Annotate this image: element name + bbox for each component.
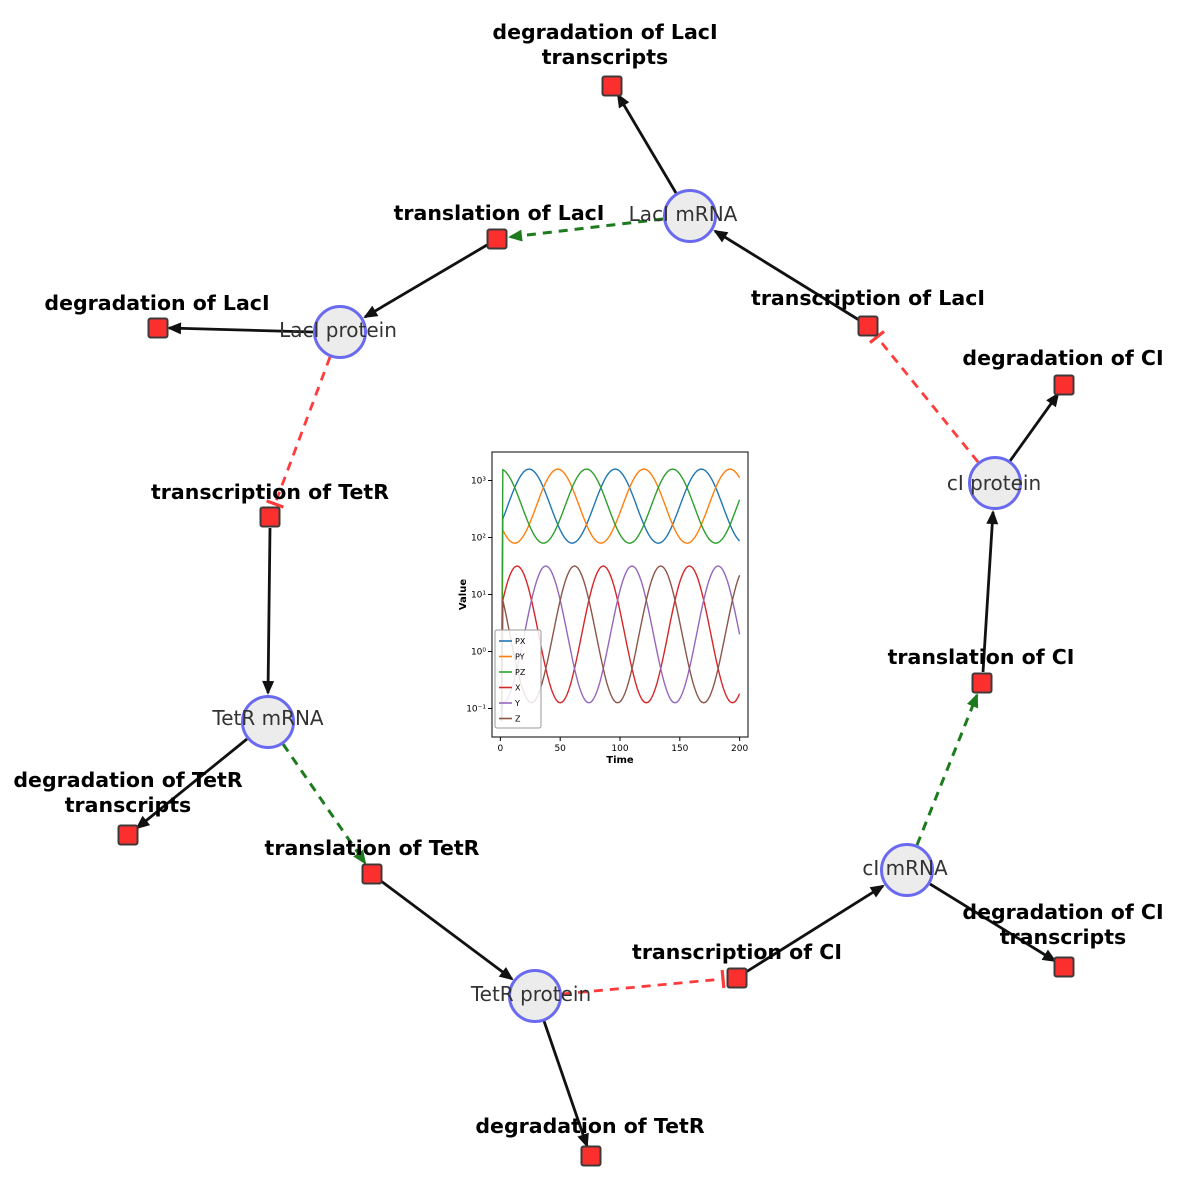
edge-translation-laci-to-laci-protein (363, 243, 488, 319)
edge-activation-tetr-mrna-to-translation (281, 743, 367, 865)
x-tick-label: 50 (554, 744, 566, 754)
x-tick-label: 100 (611, 744, 628, 754)
edge-transcription-ci-to-ci-mrna (745, 884, 885, 974)
edge-laci-protein-to-degradation (167, 322, 314, 335)
species-node-tetr-protein[interactable] (508, 969, 562, 1023)
reaction-label-degradation-tetr: degradation of TetR (475, 1114, 705, 1138)
species-node-laci-protein[interactable] (313, 305, 367, 359)
reaction-label-degradation-ci-transcripts: degradation of CI transcripts (962, 900, 1164, 949)
legend-label-Y: Y (514, 699, 520, 708)
species-node-laci-mrna[interactable] (663, 189, 717, 243)
edge-inhibition-ci-protein-to-transcription-laci (868, 330, 980, 463)
legend-label-Z: Z (515, 715, 521, 724)
edge-inhibition-tetr-protein-to-transcription-ci (561, 969, 726, 996)
y-tick-label: 10⁻¹ (466, 705, 486, 715)
edge-transcription-tetr-to-tetr-mrna (262, 527, 275, 695)
reaction-node-degradation-tetr-transcripts[interactable] (117, 824, 139, 846)
legend-label-PY: PY (515, 653, 525, 662)
reaction-node-degradation-ci-transcripts[interactable] (1053, 956, 1075, 978)
species-node-ci-mrna[interactable] (880, 843, 934, 897)
reaction-label-degradation-ci: degradation of CI (962, 346, 1164, 370)
reaction-node-transcription-ci[interactable] (726, 967, 748, 989)
reaction-node-translation-laci[interactable] (486, 228, 508, 250)
x-axis-label: Time (606, 755, 634, 766)
edge-activation-ci-mrna-to-translation (915, 693, 979, 846)
species-label-laci-protein: LacI protein (279, 318, 397, 342)
y-axis-label: Value (458, 579, 469, 610)
x-tick-label: 200 (731, 744, 748, 754)
reaction-label-translation-ci: translation of CI (887, 645, 1075, 669)
reaction-node-degradation-laci[interactable] (147, 317, 169, 339)
reaction-node-degradation-laci-transcripts[interactable] (601, 75, 623, 97)
reaction-label-translation-tetr: translation of TetR (264, 836, 480, 860)
series-line-PY (500, 468, 741, 722)
edge-ci-protein-to-degradation (1008, 392, 1060, 462)
reaction-label-degradation-laci: degradation of LacI (44, 291, 270, 315)
species-node-tetr-mrna[interactable] (241, 695, 295, 749)
reaction-node-degradation-tetr[interactable] (580, 1145, 602, 1167)
reaction-node-translation-ci[interactable] (971, 672, 993, 694)
species-label-tetr-protein: TetR protein (470, 982, 592, 1006)
species-label-tetr-mrna: TetR mRNA (212, 706, 324, 730)
edge-inhibition-laci-protein-to-transcription-tetr (266, 356, 332, 509)
reaction-label-transcription-tetr: transcription of TetR (150, 480, 390, 504)
reaction-node-degradation-ci[interactable] (1053, 374, 1075, 396)
reaction-label-transcription-ci: transcription of CI (632, 940, 842, 964)
edge-tetr-protein-to-degradation (542, 1020, 589, 1148)
edge-translation-tetr-to-tetr-protein (380, 879, 514, 981)
species-node-ci-protein[interactable] (968, 456, 1022, 510)
reaction-node-transcription-tetr[interactable] (259, 506, 281, 528)
series-line-PX (500, 468, 741, 722)
reaction-label-degradation-laci-transcripts: degradation of LacI transcripts (492, 20, 718, 69)
edge-translation-ci-to-ci-protein (981, 510, 999, 673)
species-label-laci-mrna: LacI mRNA (628, 202, 738, 226)
y-tick-label: 10² (471, 534, 486, 544)
x-tick-label: 0 (498, 744, 504, 754)
edge-laci-mrna-to-degradation-transcripts (616, 93, 678, 194)
edge-activation-laci-mrna-to-translation (508, 217, 664, 242)
x-tick-label: 150 (671, 744, 688, 754)
y-tick-label: 10³ (471, 477, 486, 487)
reaction-label-translation-laci: translation of LacI (393, 201, 605, 225)
reaction-node-translation-tetr[interactable] (361, 863, 383, 885)
y-tick-label: 10⁰ (471, 648, 486, 658)
reaction-label-degradation-tetr-transcripts: degradation of TetR transcripts (13, 768, 243, 817)
series-line-Y (500, 565, 741, 722)
species-label-ci-protein: cI protein (946, 471, 1042, 495)
edge-tetr-mrna-to-degradation-transcripts (135, 737, 248, 830)
legend-label-PZ: PZ (515, 668, 526, 677)
species-label-ci-mrna: cI mRNA (862, 856, 948, 880)
reaction-label-transcription-laci: transcription of LacI (751, 286, 985, 310)
legend-label-PX: PX (515, 637, 526, 646)
y-tick-label: 10¹ (471, 591, 486, 601)
edge-ci-mrna-to-degradation-transcripts (929, 882, 1057, 963)
edge-transcription-laci-to-laci-mrna (713, 229, 860, 322)
series-line-PZ (500, 468, 741, 722)
reaction-node-transcription-laci[interactable] (857, 315, 879, 337)
legend-label-X: X (515, 684, 521, 693)
